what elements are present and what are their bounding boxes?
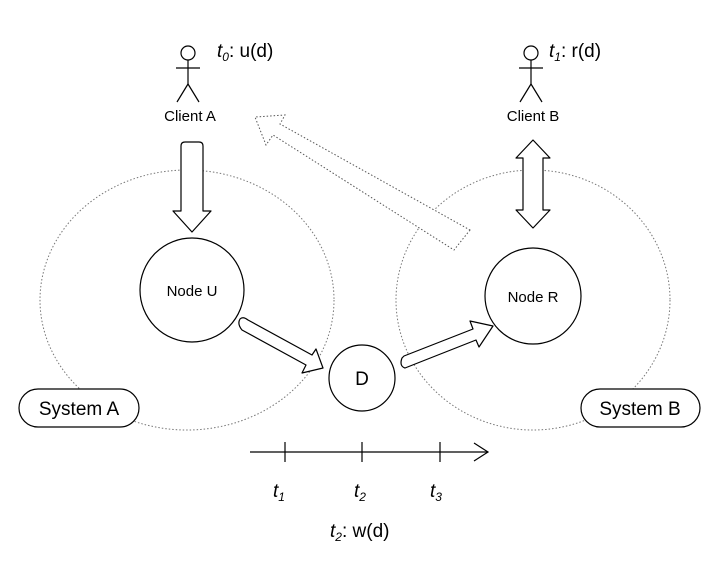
client-b-label: Client B	[507, 108, 560, 125]
client-a-label: Client A	[164, 108, 216, 125]
system-a-badge	[18, 388, 140, 428]
tick-1-sub: 1	[278, 490, 285, 504]
node-r	[484, 247, 582, 345]
node-u-label: Node U	[167, 283, 218, 300]
timeline	[250, 442, 490, 462]
system-b-badge	[580, 388, 701, 428]
node-d	[328, 344, 396, 412]
system-b-label: System B	[599, 399, 680, 420]
timeline-event-sub: 2	[334, 530, 342, 544]
timeline-tick-label: t3	[430, 481, 442, 504]
client-a-event: t0: u(d)	[217, 41, 273, 64]
timeline-event: t2: w(d)	[330, 521, 389, 544]
arrow-d-to-node-r	[400, 320, 494, 369]
node-u	[139, 237, 245, 343]
node-r-label: Node R	[508, 289, 559, 306]
arrow-client-a-to-node-u	[172, 141, 212, 233]
client-b-event-time: t	[549, 41, 555, 62]
node-d-label: D	[355, 369, 369, 390]
arrow-node-u-to-d	[238, 317, 324, 374]
tick-1-base: t	[273, 481, 279, 502]
client-b-event-sub: 1	[554, 50, 561, 64]
timeline-event-time: t	[330, 521, 336, 542]
arrow-client-b-node-r	[515, 139, 551, 229]
client-b-event-op: : r(d)	[561, 41, 601, 62]
client-a-event-op: : u(d)	[229, 41, 273, 62]
tick-2-base: t	[354, 481, 360, 502]
client-b-figure	[519, 45, 543, 103]
client-a-event-sub: 0	[222, 50, 229, 64]
tick-2-sub: 2	[358, 490, 366, 504]
timeline-tick-label: t1	[273, 481, 285, 504]
timeline-event-op: : w(d)	[342, 521, 390, 542]
timeline-tick-label: t2	[354, 481, 366, 504]
dotted-return-arrow	[254, 114, 471, 251]
system-a-label: System A	[39, 399, 120, 420]
tick-3-base: t	[430, 481, 436, 502]
client-a-event-time: t	[217, 41, 223, 62]
system-b-boundary	[395, 169, 671, 431]
client-b-event: t1: r(d)	[549, 41, 601, 64]
tick-3-sub: 3	[435, 490, 442, 504]
client-a-figure	[176, 45, 200, 103]
system-a-boundary	[39, 169, 335, 431]
